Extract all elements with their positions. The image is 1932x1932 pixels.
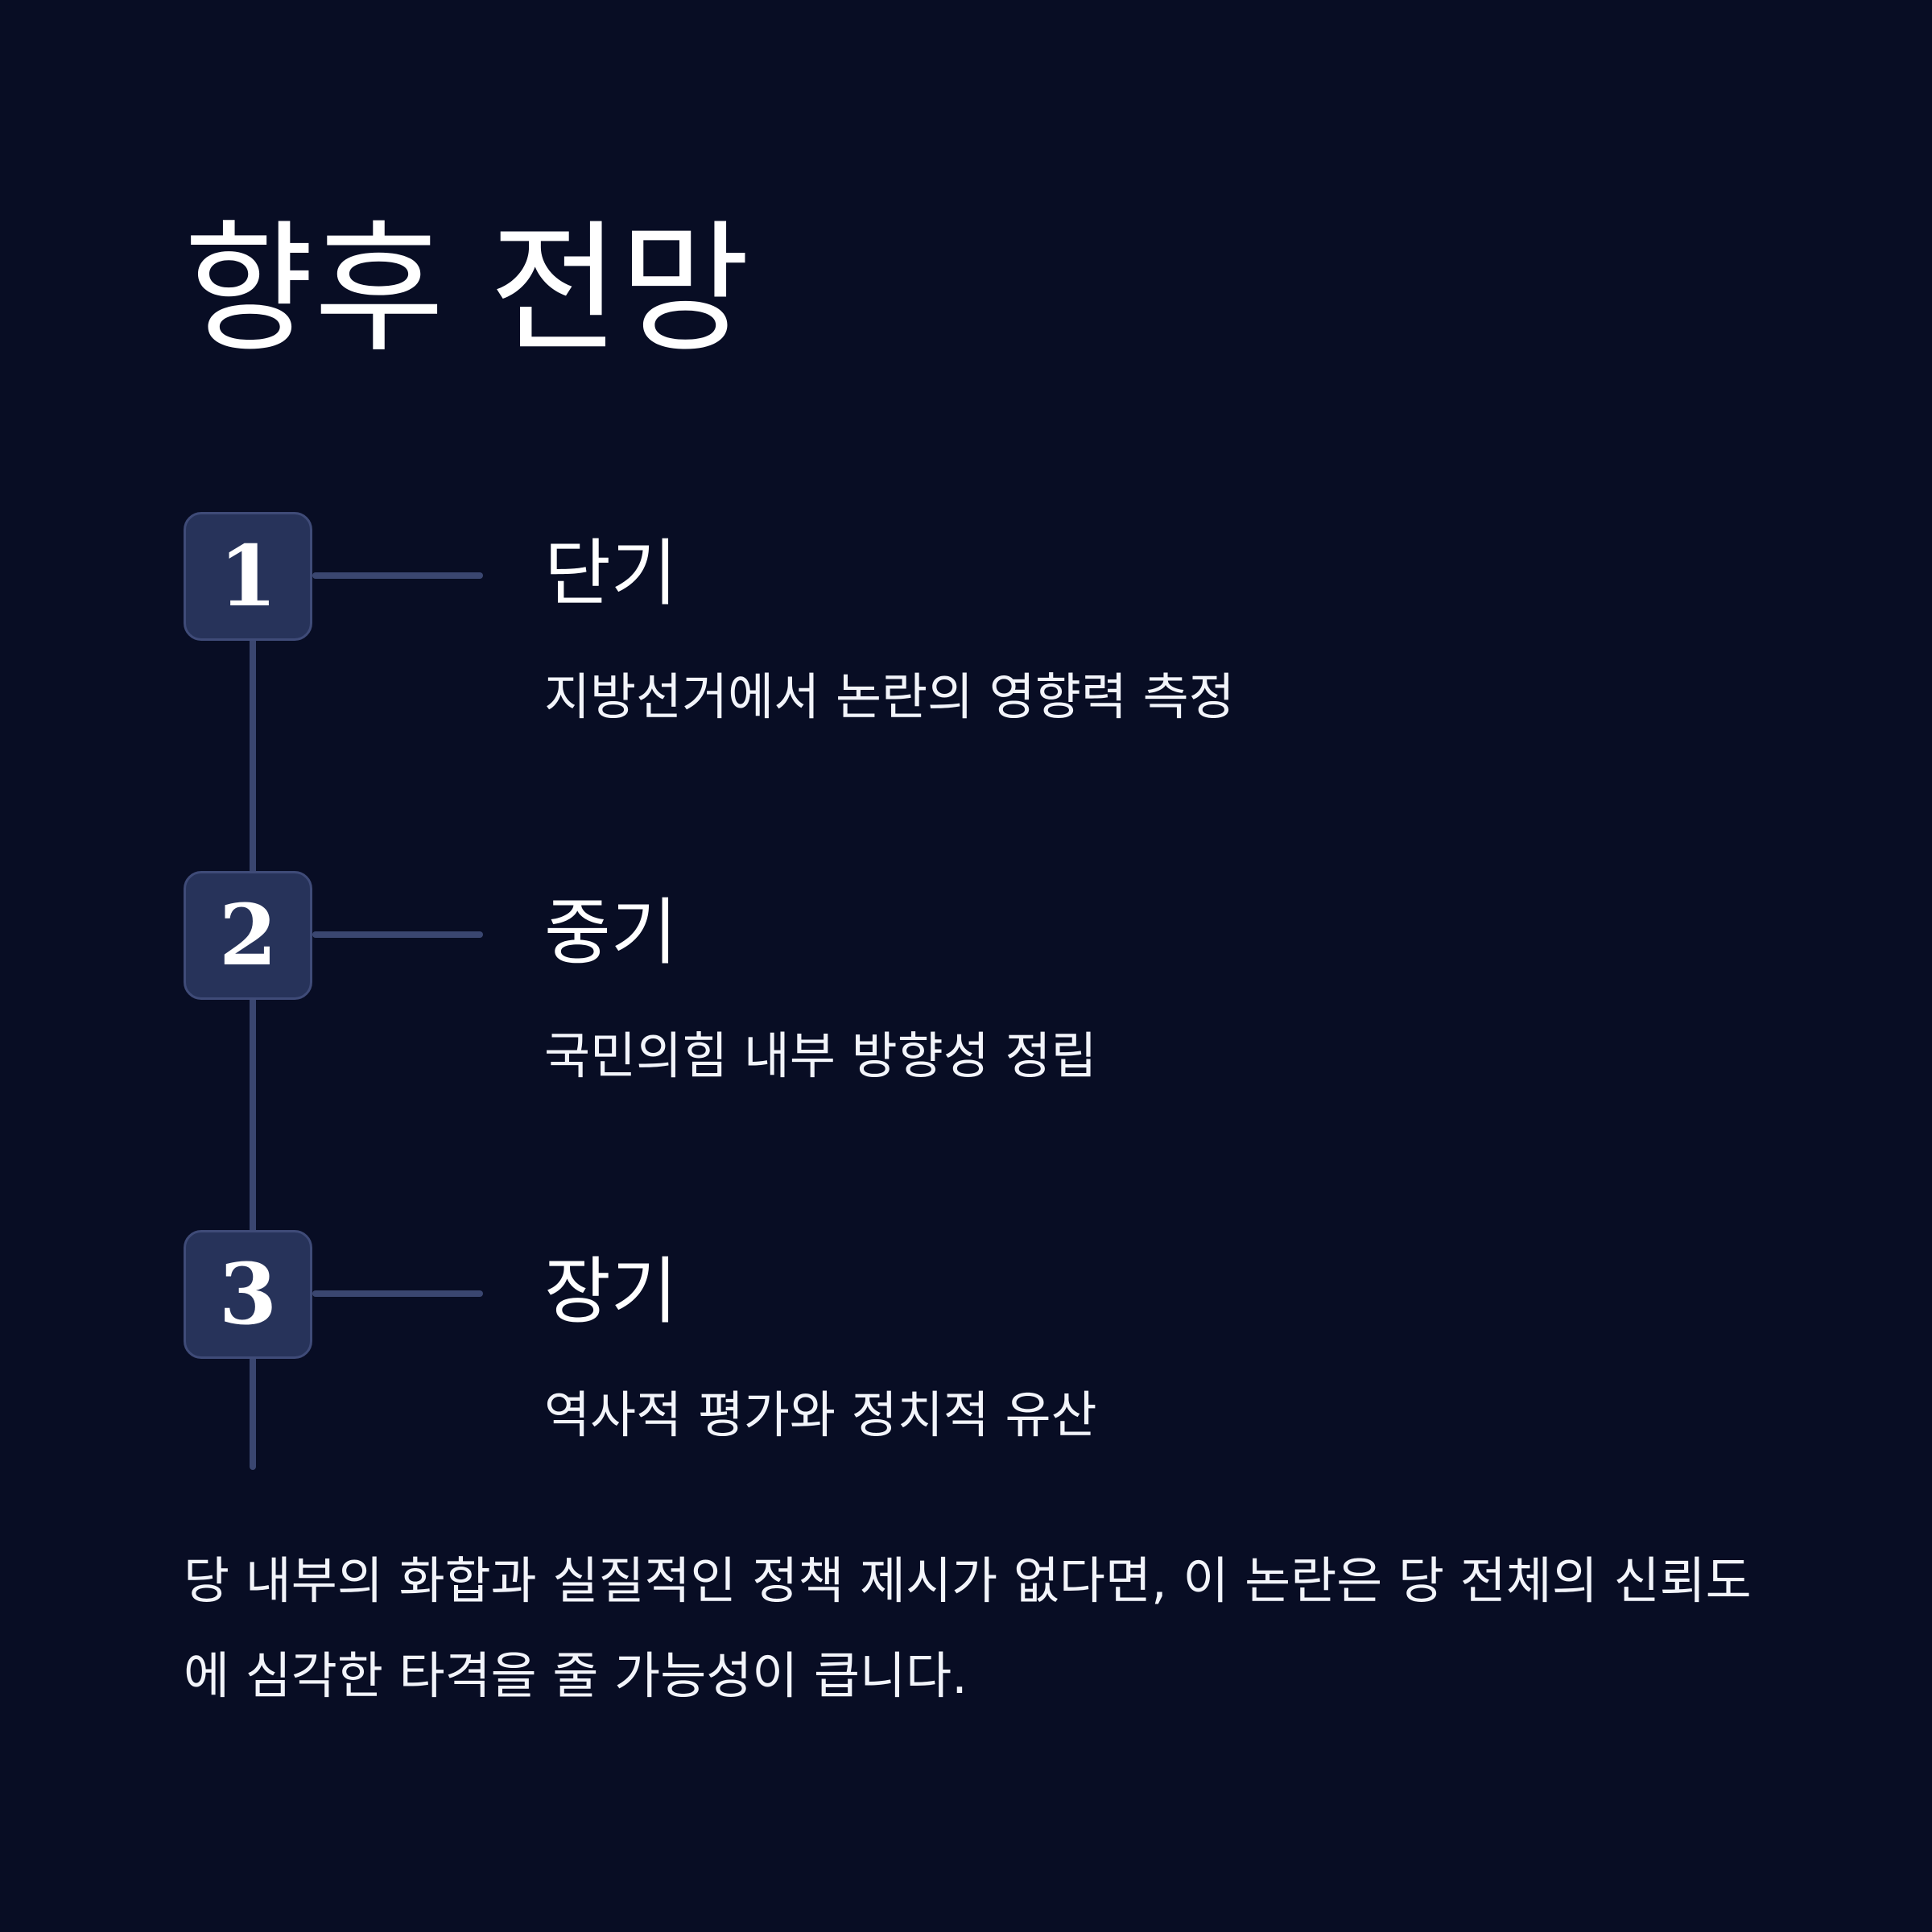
step-3-connector xyxy=(312,1290,483,1297)
step-1-connector xyxy=(312,572,483,579)
step-1-number-box: 1 xyxy=(184,512,312,641)
step-2-connector xyxy=(312,931,483,938)
step-2-description: 국민의힘 내부 방향성 정립 xyxy=(544,1026,1097,1085)
step-3-description: 역사적 평가와 정치적 유산 xyxy=(544,1385,1097,1444)
step-2-label: 중기 xyxy=(544,890,678,975)
step-3-number: 3 xyxy=(218,1245,278,1344)
step-1-label: 단기 xyxy=(544,531,678,616)
step-1-number: 1 xyxy=(218,526,278,625)
step-2-number-box: 2 xyxy=(184,871,312,1000)
conclusion-text: 당 내부의 화합과 실질적인 정책 제시가 없다면, 이 논란은 당 전체의 신… xyxy=(184,1551,1752,1705)
page-title: 향후 전망 xyxy=(184,207,750,372)
step-3-label: 장기 xyxy=(544,1249,678,1334)
step-2-number: 2 xyxy=(218,886,278,985)
step-1-description: 지방선거에서 논란의 영향력 측정 xyxy=(544,667,1235,726)
step-3-number-box: 3 xyxy=(184,1230,312,1359)
